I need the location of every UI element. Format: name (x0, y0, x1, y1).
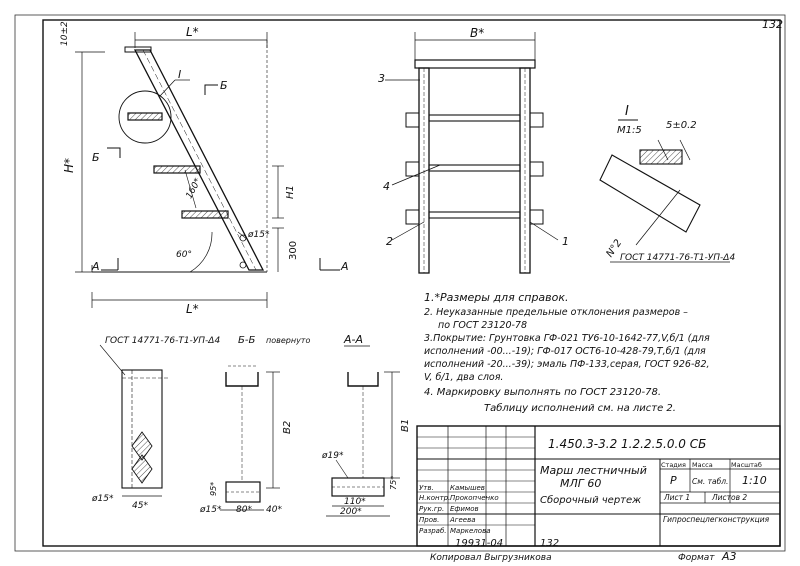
tb-scale-header: Масштаб (731, 461, 762, 469)
mark-I: I (178, 68, 181, 81)
front-view (385, 32, 559, 274)
dim-B2: B2 (282, 421, 293, 434)
mark-B-left: Б (92, 151, 100, 164)
tb-role: Рук.гр. (419, 505, 444, 513)
format-label: Формат (678, 553, 715, 563)
callout-2: 2 (386, 235, 393, 248)
note-line: Таблицу исполнений см. на листе 2. (484, 402, 676, 414)
tb-name-1: Марш лестничный (540, 464, 647, 477)
mark-A-left: А (91, 260, 100, 273)
tb-mass: См. табл. (692, 477, 728, 486)
dim-45: 45* (132, 501, 148, 511)
tb-person: Прокопченко (450, 494, 499, 502)
note-line: исполнений -00...-19); ГФ-017 ОСТ6-10-42… (424, 346, 706, 357)
detail-I-title: I (625, 104, 629, 119)
mark-A-right: А (340, 260, 349, 273)
inner-frame (42, 19, 781, 547)
tb-stage-header: Стадия (661, 461, 686, 469)
dim-L-top: L* (186, 25, 199, 39)
notes-block: 1.*Размеры для справок. 2. Неуказанные п… (424, 291, 710, 414)
tb-scale: 1:10 (742, 474, 767, 487)
dim-d15-mid: ø15* (199, 505, 222, 515)
dim-step-pitch: 160* (185, 176, 204, 200)
sections-weld-label: ГОСТ 14771-76-Т1-УП-Δ4 (105, 336, 220, 346)
tb-name-2: МЛГ 60 (560, 477, 601, 490)
tb-role: Разраб. (419, 527, 447, 535)
tb-stage: Р (670, 474, 677, 487)
title-block (416, 425, 781, 547)
tb-organization: Гипроспецлегконструкция (663, 515, 770, 524)
dim-80: 80* (236, 505, 252, 515)
mark-B-right: Б (220, 79, 228, 92)
archive-page: 132 (540, 538, 559, 549)
detail-I-gap: 5±0.2 (666, 120, 697, 131)
format-value: А3 (721, 550, 737, 563)
detail-I (599, 119, 730, 263)
section-AA-title: А-А (343, 333, 363, 346)
dim-40: 40* (266, 505, 282, 515)
dim-B-front: B* (470, 26, 484, 40)
tb-doc-type: Сборочный чертеж (540, 494, 641, 506)
note-line: 4. Маркировку выполнять по ГОСТ 23120-78… (424, 387, 661, 398)
section-BB-title: Б-Б (238, 335, 255, 346)
dim-H1: H1 (285, 185, 296, 199)
note-line: по ГОСТ 23120-78 (438, 320, 527, 331)
corner-sheet-number: 132 (762, 18, 783, 31)
note-line: исполнений -20...-39); эмаль ПФ-133,сера… (424, 359, 710, 370)
tb-person: Маркелова (450, 527, 490, 535)
detail-I-weld: ГОСТ 14771-76-Т1-УП-Δ4 (620, 253, 735, 263)
tb-sheets: Листов 2 (711, 493, 747, 502)
dim-hole: ø15* (247, 230, 270, 240)
section-views (99, 344, 400, 517)
callout-1: 1 (562, 235, 569, 248)
tb-person: Агеева (449, 516, 476, 524)
tb-role: Пров. (419, 516, 439, 524)
dim-d15-left: ø15* (91, 494, 114, 504)
outer-frame (14, 14, 786, 552)
dim-L-bottom: L* (186, 302, 199, 316)
archive-number: 19931-04 (455, 538, 503, 549)
dim-top-gap: 10±2 (60, 21, 70, 46)
side-view (75, 32, 340, 308)
note-line: V, б/1, два слоя. (424, 372, 503, 383)
dim-110: 110* (344, 497, 366, 507)
dim-200: 200* (340, 507, 362, 517)
dim-300: 300 (288, 241, 299, 260)
callout-4: 4 (383, 180, 390, 193)
tb-designation: 1.450.3-3.2 1.2.2.5.0.0 СБ (548, 437, 706, 451)
dim-H: H* (62, 158, 76, 173)
tb-person: Камышев (450, 484, 485, 492)
copied-by: Копировал Выгрузникова (430, 553, 552, 563)
tb-role: Утв. (419, 484, 434, 492)
tb-person: Ефимов (450, 505, 479, 513)
dim-95: 95* (209, 482, 218, 496)
note-line: 3.Покрытие: Грунтовка ГФ-021 ТУ6-10-1642… (424, 333, 710, 344)
detail-I-scale: М1:5 (617, 125, 642, 136)
note-line: 2. Неуказанные предельные отклонения раз… (424, 307, 688, 318)
section-BB-sub: повернуто (266, 336, 310, 345)
tb-role: Н.контр. (419, 494, 450, 502)
dim-B1: B1 (400, 419, 411, 432)
note-line: 1.*Размеры для справок. (424, 291, 569, 304)
dim-angle: 60° (176, 250, 192, 260)
dim-d19: ø19* (321, 451, 344, 461)
dim-75: 75* (389, 476, 398, 490)
callout-3: 3 (378, 72, 385, 85)
tb-sheet: Лист 1 (663, 493, 690, 502)
tb-mass-header: Масса (692, 461, 713, 469)
